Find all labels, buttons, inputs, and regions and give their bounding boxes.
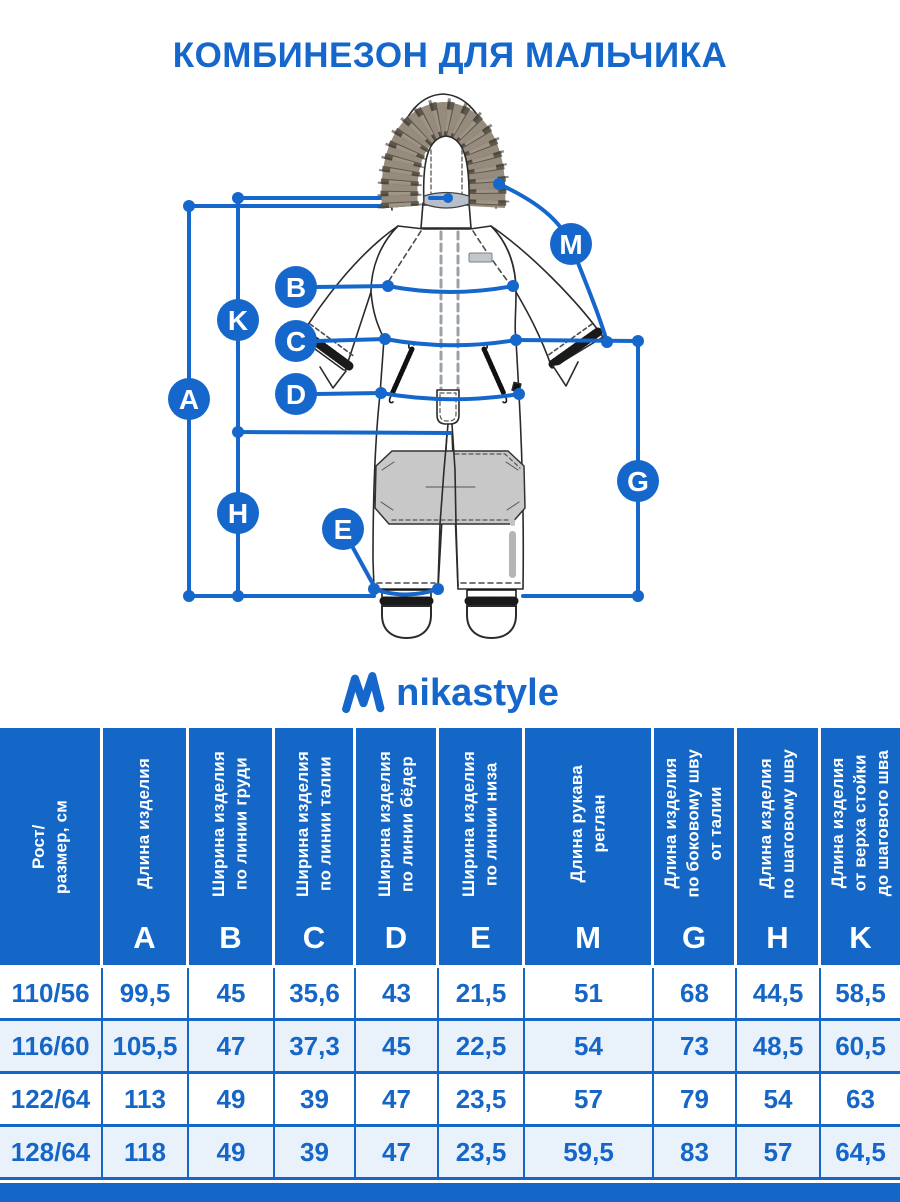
- size-cell: 116/60: [0, 1021, 103, 1071]
- table-cell: 64,5: [821, 1127, 900, 1177]
- table-cell: 83: [654, 1127, 737, 1177]
- suit-body: [299, 225, 604, 639]
- column-header-b: Ширина изделия по линии груди B: [189, 728, 275, 965]
- table-cell: 47: [189, 1021, 275, 1071]
- table-cell: 21,5: [439, 968, 525, 1018]
- table-cell: 39: [275, 1127, 356, 1177]
- svg-text:A: A: [179, 384, 199, 415]
- table-cell: 51: [525, 968, 654, 1018]
- measure-marker-m: M: [550, 223, 592, 265]
- table-cell: 45: [189, 968, 275, 1018]
- table-cell: 57: [525, 1074, 654, 1124]
- footer-bar: [0, 1183, 900, 1202]
- table-cell: 59,5: [525, 1127, 654, 1177]
- table-cell: 105,5: [103, 1021, 189, 1071]
- size-row-116-60: 116/60 105,5 47 37,3 45 22,5 54 73 48,5 …: [0, 1021, 900, 1074]
- table-cell: 23,5: [439, 1074, 525, 1124]
- table-cell: 113: [103, 1074, 189, 1124]
- measure-markers: A K H B C D E M G: [168, 223, 659, 550]
- svg-text:H: H: [228, 498, 248, 529]
- column-letter-d: D: [384, 920, 408, 955]
- table-cell: 49: [189, 1127, 275, 1177]
- measure-marker-h: H: [217, 492, 259, 534]
- measure-marker-b: B: [275, 266, 317, 308]
- column-letter-e: E: [470, 920, 491, 955]
- svg-text:D: D: [286, 379, 306, 410]
- table-cell: 54: [737, 1074, 821, 1124]
- measure-marker-e: E: [322, 508, 364, 550]
- measure-dots: [183, 178, 644, 602]
- column-letter-b: B: [219, 920, 242, 955]
- column-header-k: Длина изделия от верха стойки до шаговог…: [821, 728, 900, 965]
- svg-text:G: G: [627, 466, 649, 497]
- column-header-d: Ширина изделия по линии бёдер D: [356, 728, 439, 965]
- size-cell: 110/56: [0, 968, 103, 1018]
- page-title: КОМБИНЕЗОН ДЛЯ МАЛЬЧИКА: [172, 36, 728, 75]
- table-cell: 60,5: [821, 1021, 900, 1071]
- measure-marker-g: G: [617, 460, 659, 502]
- column-header-e: Ширина изделия по линии низа E: [439, 728, 525, 965]
- reflective-strip: [509, 531, 516, 578]
- size-row-122-64: 122/64 113 49 39 47 23,5 57 79 54 63: [0, 1074, 900, 1127]
- hood: [377, 93, 510, 229]
- table-cell: 37,3: [275, 1021, 356, 1071]
- table-cell: 57: [737, 1127, 821, 1177]
- table-cell: 22,5: [439, 1021, 525, 1071]
- size-row-128-64: 128/64 118 49 39 47 23,5 59,5 83 57 64,5: [0, 1127, 900, 1180]
- measure-marker-k: K: [217, 299, 259, 341]
- measure-marker-a: A: [168, 378, 210, 420]
- svg-text:E: E: [334, 514, 353, 545]
- column-letter-m: M: [575, 920, 601, 955]
- table-cell: 45: [356, 1021, 439, 1071]
- column-header-a: Длина изделия A: [103, 728, 189, 965]
- column-header-m: Длина рукава реглан M: [525, 728, 654, 965]
- table-header: Рост/ размер, см Длина изделия A Ширина …: [0, 728, 900, 965]
- size-row-110-56: 110/56 99,5 45 35,6 43 21,5 51 68 44,5 5…: [0, 968, 900, 1021]
- jumpsuit-illustration: A K H B C D E M G: [168, 93, 659, 639]
- brand-logo: nikastyle: [0, 663, 900, 723]
- column-header-h: Длина изделия по шаговому шву H: [737, 728, 821, 965]
- table-cell: 54: [525, 1021, 654, 1071]
- table-cell: 73: [654, 1021, 737, 1071]
- table-cell: 49: [189, 1074, 275, 1124]
- size-cell: 122/64: [0, 1074, 103, 1124]
- chest-label: [468, 252, 493, 263]
- brand-name: nikastyle: [396, 671, 559, 714]
- column-letter-a: A: [133, 920, 156, 955]
- svg-text:K: K: [228, 305, 248, 336]
- table-cell: 58,5: [821, 968, 900, 1018]
- column-letter-g: G: [681, 920, 707, 955]
- measure-marker-d: D: [275, 373, 317, 415]
- column-letter-h: H: [766, 920, 789, 955]
- brand-mark-icon: [342, 672, 385, 714]
- table-cell: 99,5: [103, 968, 189, 1018]
- table-cell: 63: [821, 1074, 900, 1124]
- jumpsuit-diagram: A K H B C D E M G: [0, 85, 900, 660]
- table-cell: 47: [356, 1127, 439, 1177]
- svg-text:C: C: [286, 326, 306, 357]
- column-header-g: Длина изделия по боковому шву от талии G: [654, 728, 737, 965]
- column-header-c: Ширина изделия по линии талии C: [275, 728, 356, 965]
- table-cell: 47: [356, 1074, 439, 1124]
- svg-text:B: B: [286, 272, 306, 303]
- column-letter-c: C: [302, 920, 326, 955]
- table-cell: 43: [356, 968, 439, 1018]
- table-cell: 35,6: [275, 968, 356, 1018]
- svg-text:M: M: [559, 229, 582, 260]
- measure-marker-c: C: [275, 320, 317, 362]
- top-measure-lines: [187, 196, 404, 208]
- size-table: Рост/ размер, см Длина изделия A Ширина …: [0, 728, 900, 1202]
- table-cell: 23,5: [439, 1127, 525, 1177]
- column-letter-k: K: [849, 920, 872, 955]
- column-header-size-label: Рост/ размер, см: [28, 799, 70, 894]
- column-header-size: Рост/ размер, см: [0, 728, 103, 965]
- table-cell: 39: [275, 1074, 356, 1124]
- table-cell: 44,5: [737, 968, 821, 1018]
- fur-trim: [377, 98, 510, 209]
- table-cell: 118: [103, 1127, 189, 1177]
- table-cell: 68: [654, 968, 737, 1018]
- size-cell: 128/64: [0, 1127, 103, 1177]
- table-cell: 79: [654, 1074, 737, 1124]
- table-cell: 48,5: [737, 1021, 821, 1071]
